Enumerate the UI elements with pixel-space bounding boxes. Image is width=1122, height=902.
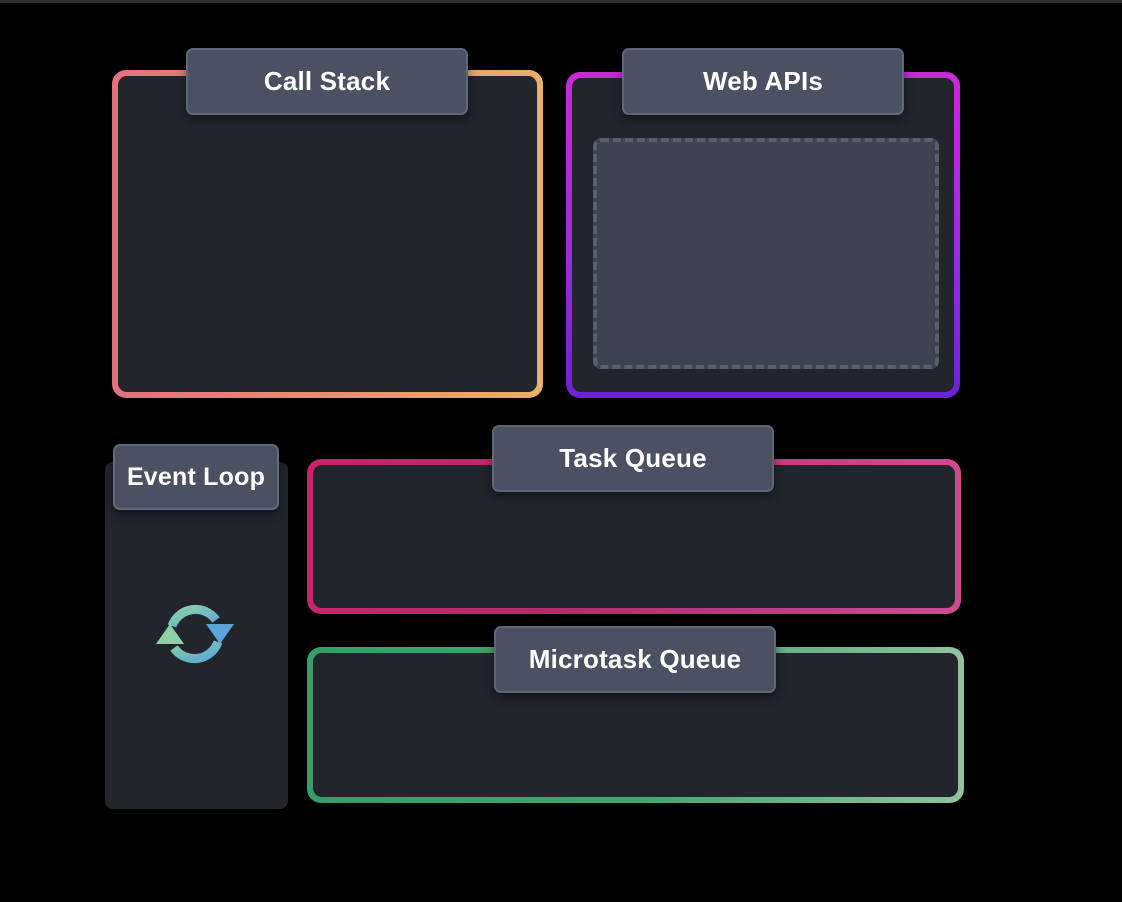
event-loop-title: Event Loop [113, 444, 279, 510]
refresh-icon [156, 604, 234, 664]
call-stack-area [118, 76, 537, 392]
microtask-queue-title: Microtask Queue [494, 626, 776, 693]
event-loop-panel [105, 462, 288, 809]
top-divider [0, 0, 1122, 3]
web-apis-dropzone [593, 138, 939, 369]
call-stack-panel [112, 70, 543, 398]
call-stack-title: Call Stack [186, 48, 468, 115]
web-apis-title: Web APIs [622, 48, 904, 115]
task-queue-title: Task Queue [492, 425, 774, 492]
